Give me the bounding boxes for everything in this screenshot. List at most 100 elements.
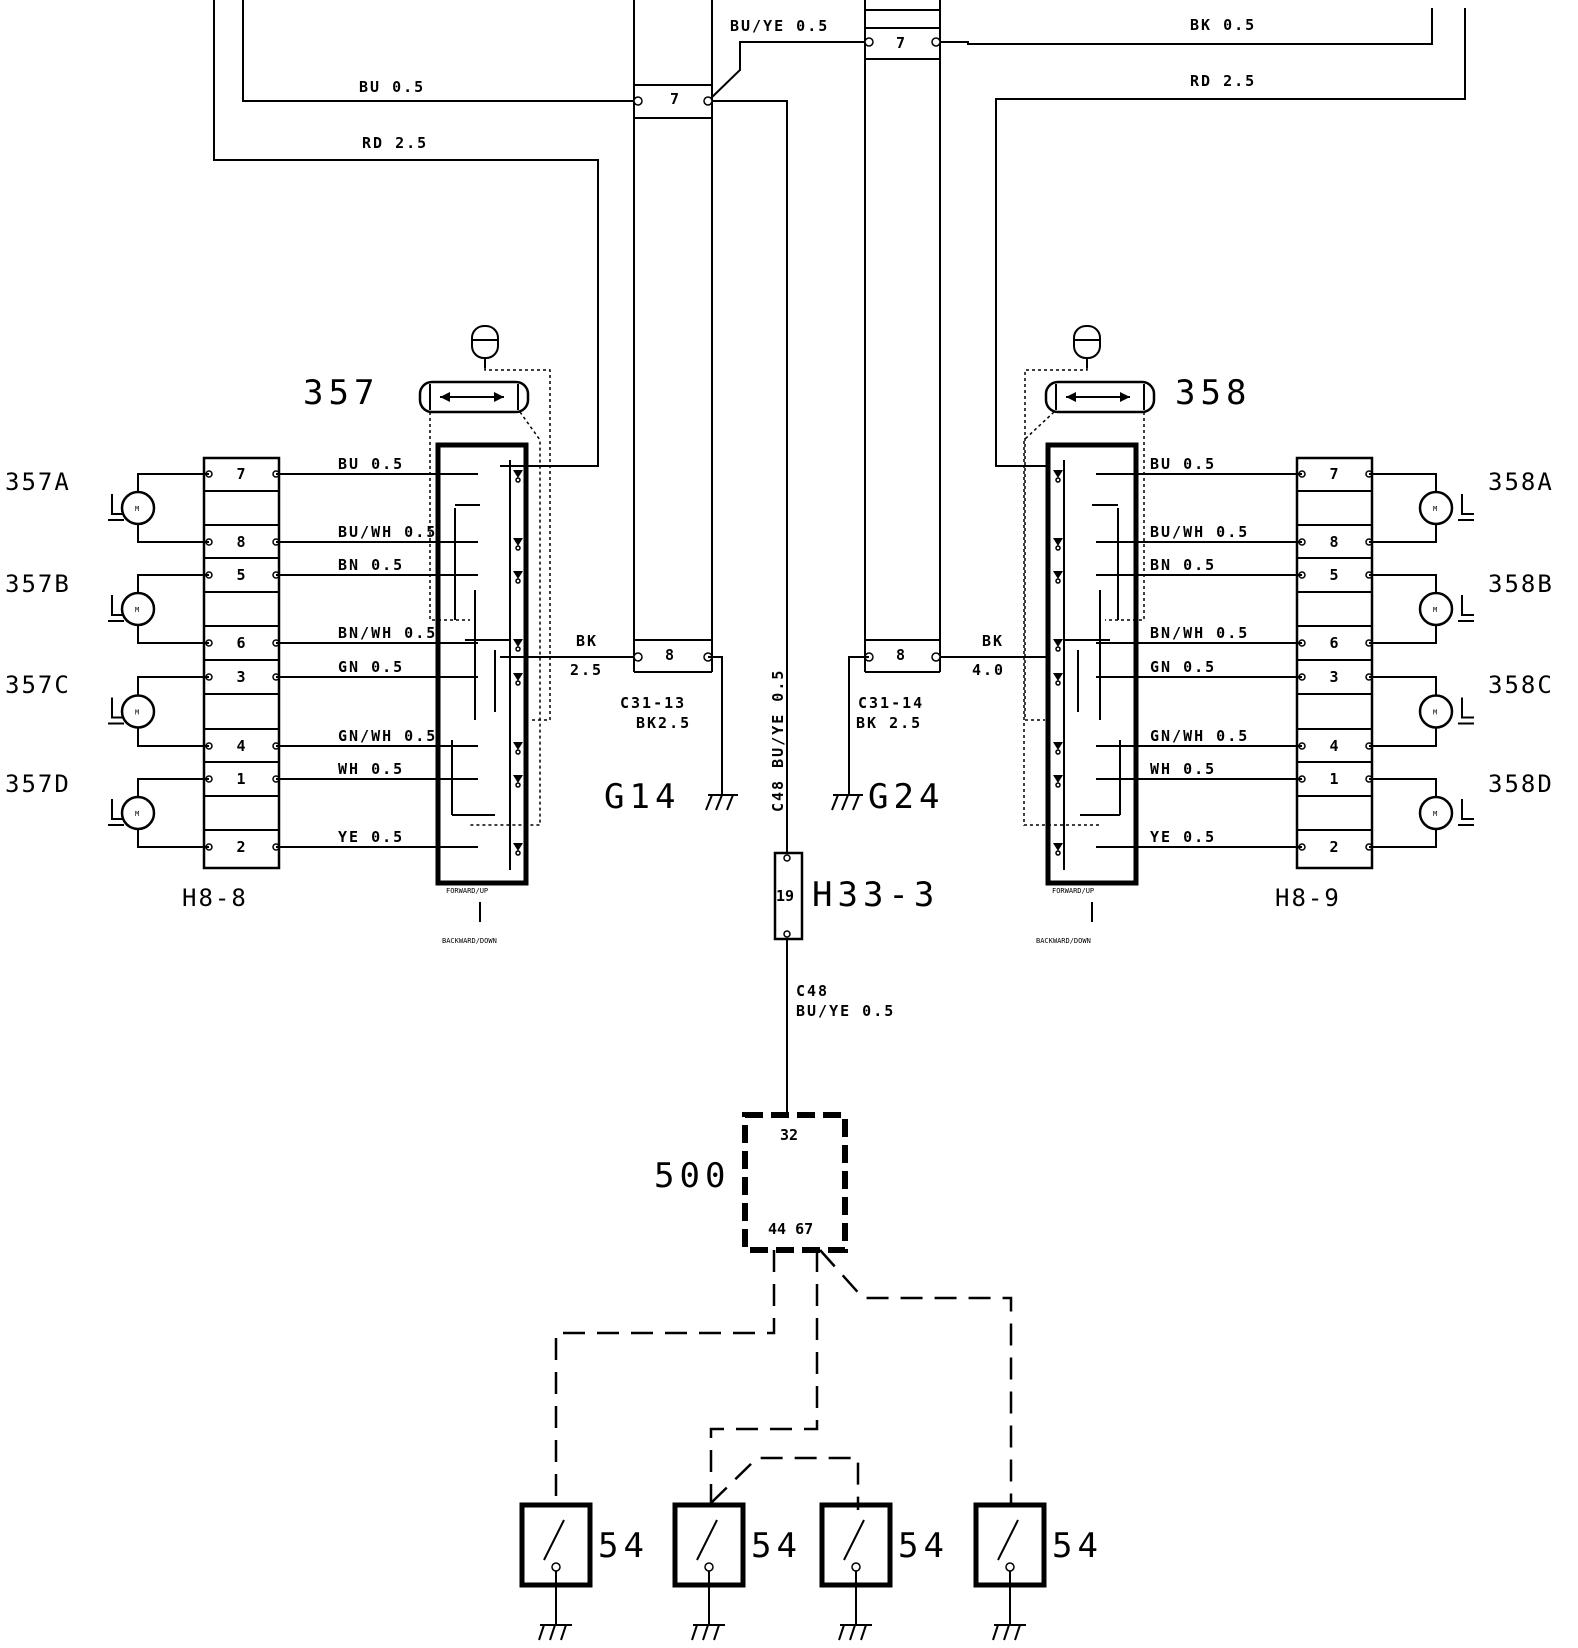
seat-motor: M 358B — [1369, 570, 1554, 644]
pin-label: 7 — [1330, 465, 1339, 483]
pin-label: 4 — [237, 737, 246, 755]
connector-row: 5 BN 0.5 — [1053, 556, 1373, 584]
top-wiring: BU 0.5 RD 2.5 BU/YE 0.5 BK 0.5 RD 2.5 7 … — [213, 0, 1466, 850]
connector-row: 7BU 0.5 — [1053, 455, 1373, 483]
pin-label-left-8: 8 — [665, 646, 674, 664]
wire-label-right-bk: BK — [982, 632, 1004, 650]
connector-row: 8BU/WH 0.5 — [1053, 523, 1373, 551]
connector-row: 6 BN/WH 0.5 — [205, 624, 523, 652]
wire-label: GN 0.5 — [1150, 658, 1216, 676]
connector-row: 2 YE 0.5 — [1053, 828, 1373, 856]
motor-label: 357B — [5, 570, 71, 598]
connector-label-c31-13: C31-13 — [620, 694, 686, 712]
note-backward-down-right: BACKWARD/DOWN — [1036, 937, 1091, 945]
connector-label-c31-14: C31-14 — [858, 694, 924, 712]
ground-symbol-g14 — [705, 794, 738, 811]
pin-label: 6 — [237, 634, 246, 652]
wire-label-left-bk: BK — [576, 632, 598, 650]
pin-label: 4 — [1330, 737, 1339, 755]
right-seat-control: 358 FORWARD/UP BACKWARD/DOWN H8-9 7BU 0.… — [1023, 325, 1554, 945]
connector-row: 8BU/WH 0.5 — [205, 523, 523, 551]
wire-label: WH 0.5 — [338, 760, 404, 778]
switch-357-symbol — [418, 380, 530, 414]
seat-glyph-icon — [108, 697, 124, 725]
connector-row: 4GN/WH 0.5 — [205, 727, 523, 755]
connector-h8-8 — [202, 456, 281, 870]
motor-icon — [120, 591, 156, 627]
connector-label-h8-9: H8-9 — [1275, 884, 1341, 912]
wire-label-c48: C48 — [796, 982, 829, 1000]
connector-wire-c31-14: BK 2.5 — [856, 714, 922, 732]
wire-label: BU/WH 0.5 — [1150, 523, 1249, 541]
seat-glyph-icon — [108, 595, 124, 622]
pin-label: 7 — [237, 465, 246, 483]
wire-label: GN/WH 0.5 — [1150, 727, 1249, 745]
motor-icon — [1418, 490, 1454, 526]
wire-label-c48-spec: BU/YE 0.5 — [796, 1002, 895, 1020]
seat-icon — [471, 325, 499, 368]
wire-label: YE 0.5 — [338, 828, 404, 846]
left-connector-rows: 7 BU 0.5 8BU/WH 0.5 5BN 0.5 6 BN/WH 0.5 3GN 0.… — [204, 455, 523, 856]
ground-icon — [838, 1624, 872, 1641]
motor-symbol: M — [1433, 709, 1437, 717]
wire-label: BU 0.5 — [338, 455, 404, 473]
ground-wiring: 8 BK 2.5 C31-13 BK2.5 G14 8 BK 4.0 C31-1… — [500, 632, 1050, 817]
module-pin-32: 32 — [780, 1126, 798, 1144]
motor-icon — [120, 694, 156, 729]
wire-label-right-bk: BK 0.5 — [1190, 16, 1256, 34]
module-label-500: 500 — [654, 1156, 730, 1196]
motor-label: 357A — [5, 468, 71, 496]
connector-row: 5BN 0.5 — [205, 556, 523, 584]
left-seat-control: 357 FORWARD/UP BACKWARD/DOWN H8-8 7BU 0.… — [5, 325, 551, 945]
pin-label: 2 — [1330, 838, 1339, 856]
seat-glyph-icon — [1458, 697, 1474, 725]
seat-glyph-icon — [1458, 799, 1474, 826]
wire-label: BU/WH 0.5 — [338, 523, 437, 541]
wire-label-left-bu: BU 0.5 — [359, 78, 425, 96]
wire-label: BN 0.5 — [1150, 556, 1216, 574]
motor-symbol: M — [135, 505, 139, 513]
ground-icon — [992, 1624, 1026, 1641]
motor-icon — [1418, 795, 1454, 831]
connector-wire-c31-13: BK2.5 — [636, 714, 691, 732]
pin-label: 2 — [237, 838, 246, 856]
switch-358-internals — [1063, 460, 1121, 870]
connector-row: 7 BU 0.5 — [205, 455, 523, 483]
ground-label-g14: G14 — [604, 777, 680, 817]
ground-icon — [538, 1624, 572, 1641]
module-500 — [742, 1112, 848, 1253]
motor-icon — [1418, 694, 1454, 729]
connector-row: 3GN 0.5 — [205, 658, 523, 686]
motor-label: 357D — [5, 770, 71, 798]
ground-symbol-g24 — [831, 794, 863, 811]
wire-label: YE 0.5 — [1150, 828, 1216, 846]
connector-label-h33-3: H33-3 — [812, 875, 939, 915]
motor-label: 358B — [1488, 570, 1554, 598]
wire-label: BN 0.5 — [338, 556, 404, 574]
motor-symbol: M — [1433, 505, 1437, 513]
wire-label: BN/WH 0.5 — [338, 624, 437, 642]
wire-label-center-buye: BU/YE 0.5 — [730, 17, 829, 35]
pin-label: 3 — [1330, 668, 1339, 686]
wire-label: GN 0.5 — [338, 658, 404, 676]
pin-label-h33-19: 19 — [776, 887, 794, 905]
pin-label: 6 — [1330, 634, 1339, 652]
wire-label-right-bk-size: 4.0 — [972, 661, 1005, 679]
wire-label-left-rd: RD 2.5 — [362, 134, 428, 152]
motor-symbol: M — [1433, 606, 1437, 614]
pin-label: 1 — [237, 770, 246, 788]
connector-h33-3 — [773, 851, 804, 941]
motor-icon — [120, 795, 156, 831]
connector-row: 1WH 0.5 — [1053, 760, 1373, 788]
wire-label-left-bk-size: 2.5 — [570, 661, 603, 679]
door-switch-label: 54 — [898, 1526, 949, 1566]
motor-label: 358D — [1488, 770, 1554, 798]
pin-label: 1 — [1330, 770, 1339, 788]
pin-label: 5 — [1330, 566, 1339, 584]
